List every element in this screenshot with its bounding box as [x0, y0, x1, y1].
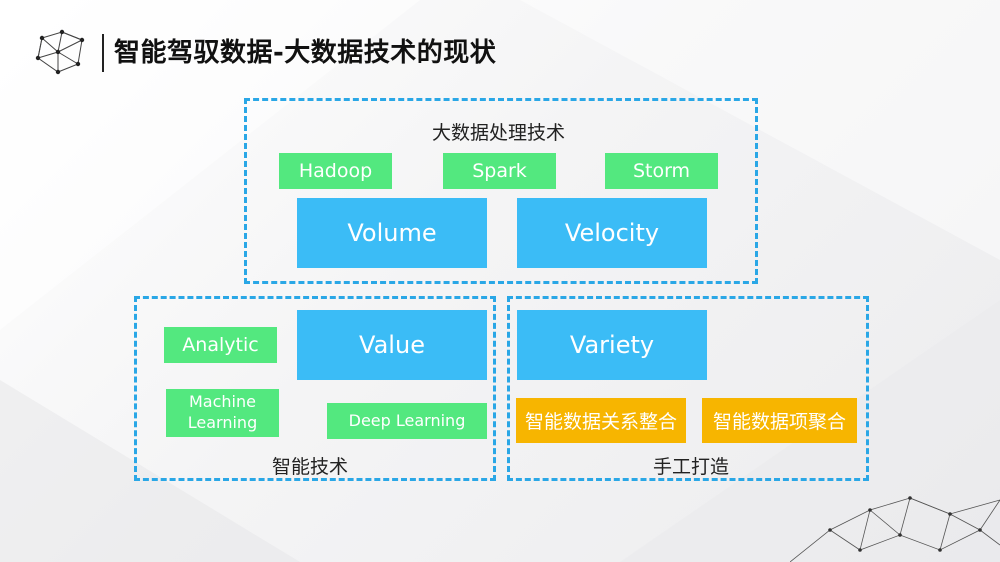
data-relation-integration-box: 智能数据关系整合 [516, 398, 686, 443]
machine-learning-line2: Learning [187, 413, 258, 432]
manual-crafting-frame [507, 296, 869, 481]
network-logo-icon [35, 29, 85, 75]
variety-box: Variety [517, 310, 707, 380]
deep-learning-box: Deep Learning [327, 403, 487, 439]
hadoop-box: Hadoop [279, 153, 392, 189]
velocity-box: Velocity [517, 198, 707, 268]
big-data-processing-frame [244, 98, 758, 284]
manual-crafting-label: 手工打造 [653, 456, 730, 478]
value-box: Value [297, 310, 487, 380]
intelligent-technology-frame [134, 296, 496, 481]
intelligent-technology-label: 智能技术 [272, 456, 349, 478]
volume-box: Volume [297, 198, 487, 268]
page-title: 智能驾驭数据-大数据技术的现状 [114, 38, 497, 68]
storm-box: Storm [605, 153, 718, 189]
network-decoration-icon [790, 496, 1000, 562]
machine-learning-line1: Machine [189, 392, 256, 412]
spark-box: Spark [443, 153, 556, 189]
title-divider [102, 34, 104, 72]
data-item-aggregation-box: 智能数据项聚合 [702, 398, 857, 443]
machine-learning-box: Machine Learning [166, 389, 279, 437]
big-data-processing-label: 大数据处理技术 [432, 122, 566, 144]
analytic-box: Analytic [164, 327, 277, 363]
